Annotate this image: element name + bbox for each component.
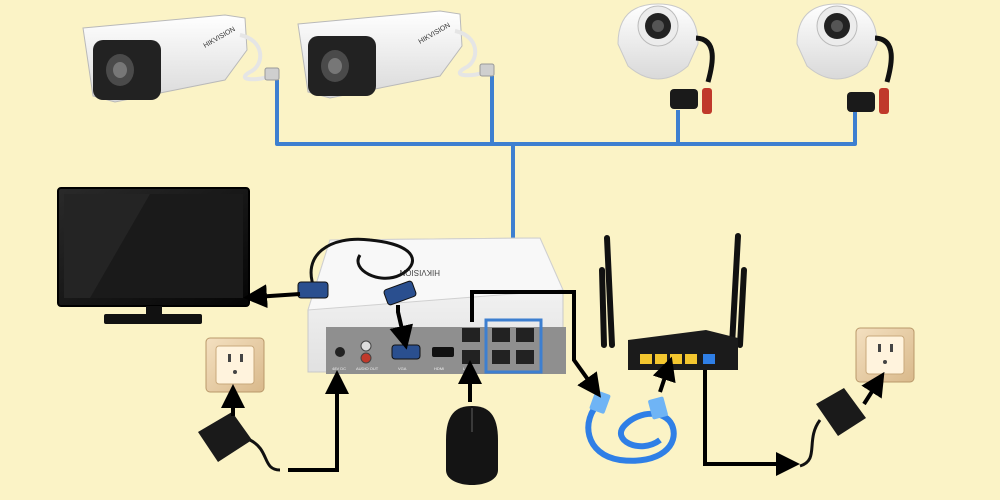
vga-to-monitor-arrow — [243, 284, 301, 309]
nvr-port-vga: VGA — [398, 366, 407, 371]
vga-to-nvr-arrow — [389, 305, 413, 350]
power-outlet-left — [205, 337, 265, 393]
nvr: HIKVISION 48V DC AUDIO OUT VGA HDMI LAN — [307, 237, 566, 374]
network-trunk — [275, 80, 857, 146]
adapter-to-nvr-arrow — [288, 370, 349, 472]
ethernet-cable — [585, 390, 677, 464]
nvr-port-audio: AUDIO OUT — [356, 366, 379, 371]
mouse — [446, 406, 498, 485]
dome-camera-1 — [617, 3, 715, 114]
power-and-signal-arrows — [221, 284, 885, 476]
nvr-brand: HIKVISION — [399, 268, 440, 277]
nvr-lan-to-ethernet-arrow — [470, 290, 601, 398]
monitor — [57, 187, 250, 324]
power-outlet-right — [855, 327, 915, 383]
router — [599, 233, 747, 370]
nvr-port-power: 48V DC — [332, 366, 346, 371]
power-adapter-left — [198, 412, 281, 472]
dome-camera-2 — [796, 3, 894, 114]
bullet-camera-2: HIKVISION — [297, 10, 495, 99]
vga-cable — [297, 237, 417, 306]
nvr-port-lan: LAN — [463, 366, 471, 371]
bullet-camera-1: HIKVISION — [82, 14, 280, 103]
adapter-to-right-outlet-arrow — [861, 371, 885, 406]
power-adapter-right — [799, 388, 866, 468]
ethernet-to-router-arrow — [652, 356, 676, 393]
router-to-adapter-arrow — [703, 370, 800, 476]
nvr-port-hdmi: HDMI — [434, 366, 444, 371]
